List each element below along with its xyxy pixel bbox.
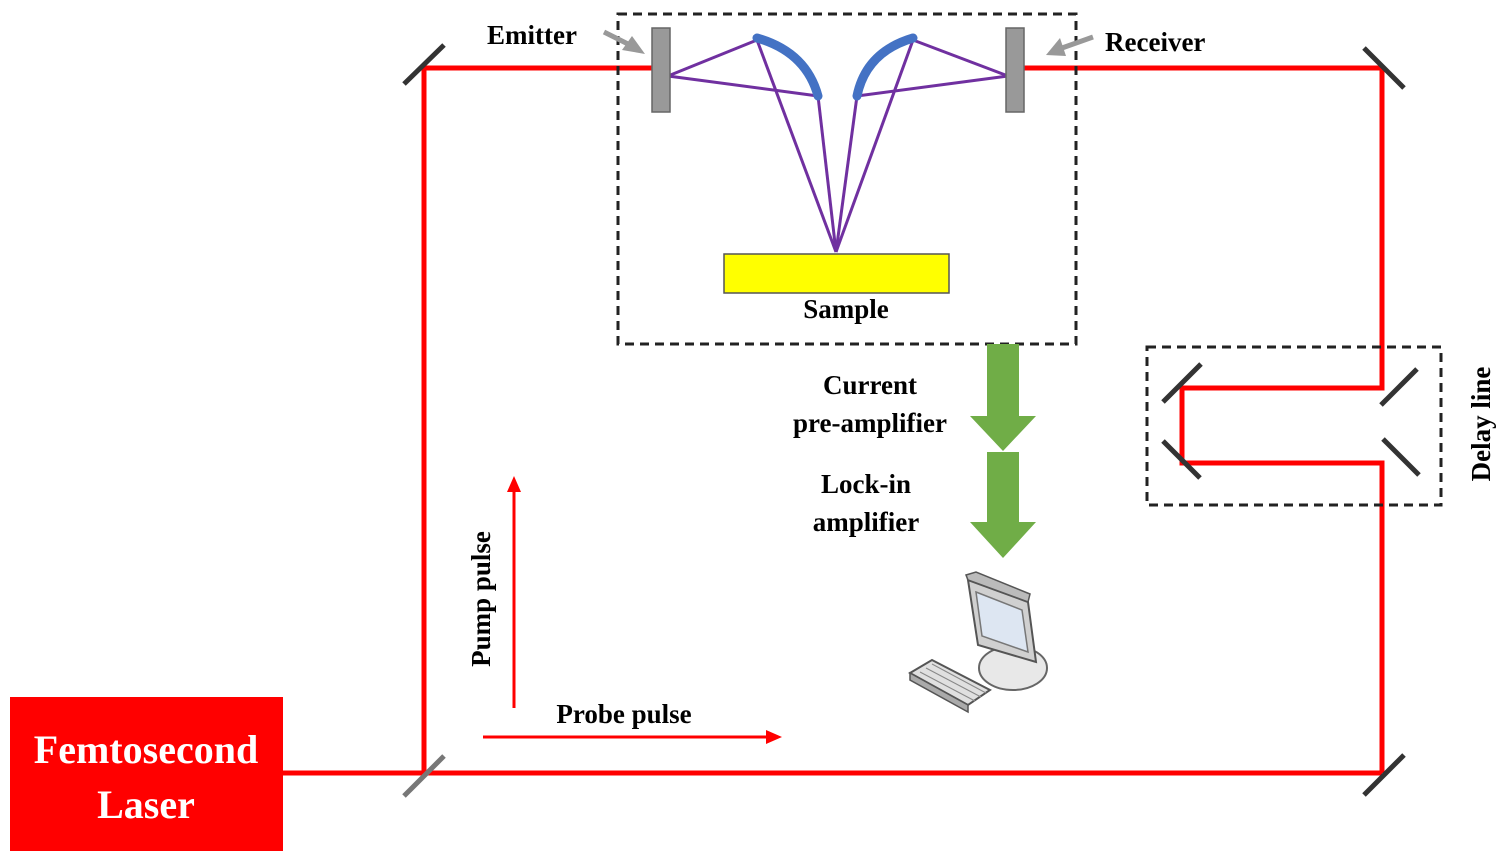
lockin-label-line2: amplifier	[813, 507, 919, 537]
mirror-top-right	[1362, 46, 1406, 90]
probe-pulse-label: Probe pulse	[556, 699, 691, 729]
delay-mirror-top-left	[1161, 362, 1203, 404]
laser-label-line1: Femtosecond	[34, 727, 258, 772]
receiver-antenna	[1005, 27, 1025, 113]
pump-pulse-label: Pump pulse	[466, 531, 496, 667]
mirror-top-left	[402, 43, 446, 86]
emitter-antenna	[651, 27, 671, 113]
probe-direction-arrow	[483, 730, 782, 744]
laser-box	[10, 697, 283, 851]
thz-setup-box	[616, 12, 1078, 346]
emitter-label: Emitter	[487, 20, 577, 50]
computer-icon	[907, 571, 1048, 714]
delay-mirror-top-right	[1379, 367, 1419, 407]
receiver-pointer	[1046, 34, 1094, 56]
lockin-label-line1: Lock-in	[821, 469, 911, 499]
delay-mirror-bottom-right	[1381, 437, 1421, 477]
beam-splitter	[402, 754, 446, 798]
flow-arrow-lockin	[970, 452, 1036, 558]
parabolic-mirror-left	[752, 33, 823, 101]
parabolic-mirror-right	[852, 33, 918, 101]
receiver-label: Receiver	[1105, 27, 1205, 57]
flow-arrow-preamp	[970, 344, 1036, 451]
thz-beams	[667, 38, 1009, 253]
delay-line-box	[1145, 345, 1443, 507]
current-preamp-label-line2: pre-amplifier	[793, 408, 947, 438]
delay-line-label: Delay line	[1466, 367, 1496, 482]
pump-beam	[421, 65, 660, 773]
probe-return-up	[1015, 65, 1385, 773]
sample-label: Sample	[803, 294, 889, 324]
mirror-bottom-right	[1362, 753, 1406, 797]
pump-direction-arrow	[507, 476, 521, 708]
delay-mirror-bottom-left	[1161, 439, 1202, 480]
emitter-pointer	[602, 29, 645, 54]
sample	[723, 253, 950, 294]
laser-label-line2: Laser	[97, 782, 195, 827]
current-preamp-label-line1: Current	[823, 370, 917, 400]
mirrors	[402, 43, 1421, 798]
